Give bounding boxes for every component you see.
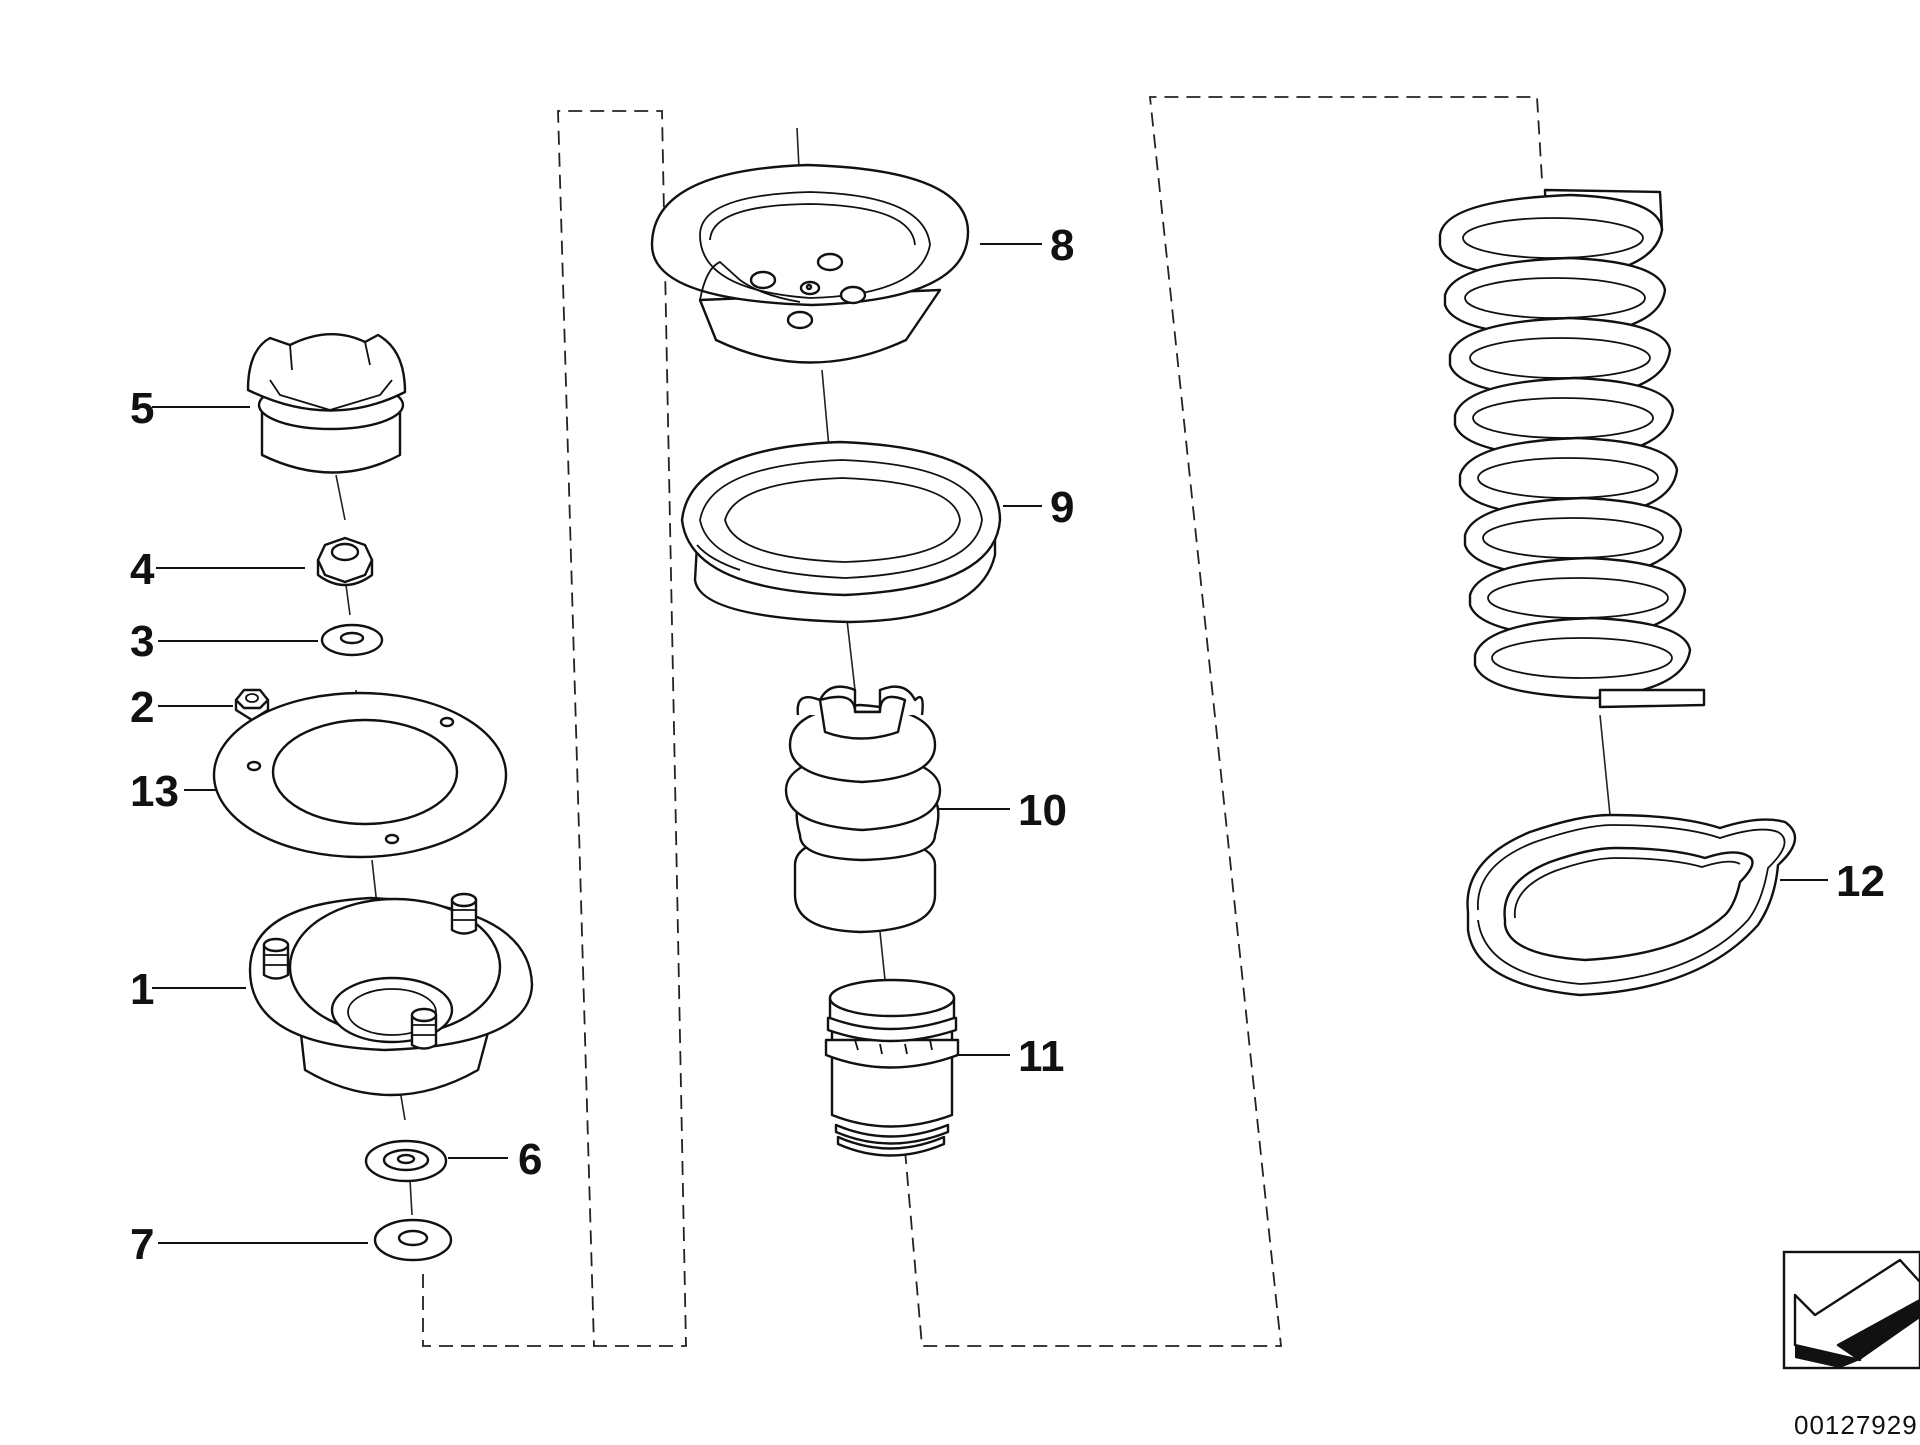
callout-4: 4 <box>130 545 155 594</box>
callout-labels: 5 4 3 2 13 1 6 7 8 9 10 11 12 <box>130 221 1885 1269</box>
callout-7: 7 <box>130 1220 154 1269</box>
callout-9: 9 <box>1050 483 1074 532</box>
callout-11: 11 <box>1018 1032 1065 1081</box>
axis-lines <box>335 127 1621 1216</box>
spring-pad <box>680 440 1002 624</box>
callout-1: 1 <box>130 965 154 1014</box>
spring-support-upper <box>650 163 970 364</box>
leader-lines <box>152 243 1828 1244</box>
group-bracket-right <box>904 96 1543 1347</box>
direction-arrow-icon <box>1782 1250 1920 1370</box>
callout-2: 2 <box>130 683 154 732</box>
group-bracket-middle <box>422 110 687 1347</box>
flat-washer <box>373 1218 453 1262</box>
callout-3: 3 <box>130 617 154 666</box>
dished-washer <box>364 1139 448 1183</box>
reference-number: 00127929 <box>1794 1410 1918 1440</box>
washer <box>320 623 384 657</box>
callout-5: 5 <box>130 384 154 433</box>
callout-13: 13 <box>130 767 179 816</box>
coil-spring <box>1438 188 1706 709</box>
gasket-plate <box>212 691 508 859</box>
lower-spring-pad <box>1466 813 1796 997</box>
bump-stop <box>784 685 942 934</box>
callout-6: 6 <box>518 1135 542 1184</box>
callout-12: 12 <box>1836 857 1885 906</box>
strut-mount <box>248 892 534 1097</box>
callout-10: 10 <box>1018 786 1067 835</box>
protective-cap <box>246 332 407 474</box>
collar-nut <box>316 536 374 587</box>
callout-8: 8 <box>1050 221 1074 270</box>
protection-tube <box>824 978 960 1157</box>
